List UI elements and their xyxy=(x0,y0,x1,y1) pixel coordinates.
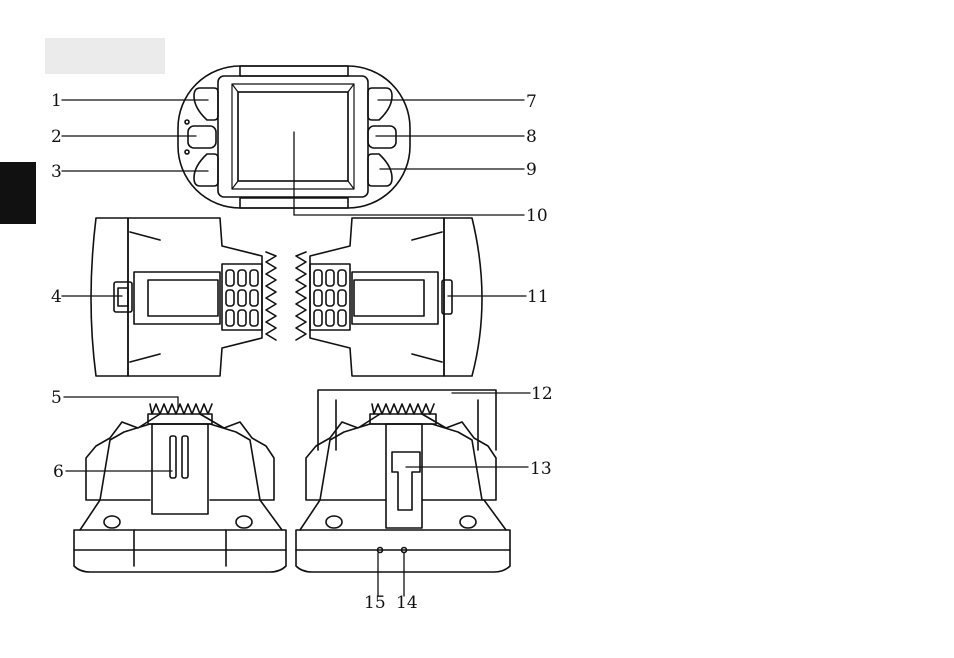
mount-teeth-right xyxy=(296,252,306,340)
callout-1: 1 xyxy=(51,91,62,111)
indicator-dot-icon xyxy=(185,120,189,124)
mount-teeth-left xyxy=(266,252,276,340)
right-side-view xyxy=(296,218,482,376)
button-7-icon[interactable] xyxy=(368,88,392,120)
top-edge-strip xyxy=(240,66,348,76)
callout-7: 7 xyxy=(526,92,537,112)
vent-slot-icon xyxy=(170,436,176,478)
callout-5: 5 xyxy=(51,388,62,408)
screen-bezel xyxy=(218,76,368,197)
callout-10: 10 xyxy=(526,206,548,226)
rear-view-right xyxy=(296,390,510,572)
button-3-icon[interactable] xyxy=(194,154,218,186)
side-body-right xyxy=(444,218,482,376)
side-body-left xyxy=(91,218,128,376)
grip-ridges-left xyxy=(226,270,258,326)
top-teeth-left xyxy=(150,404,212,414)
rear-view-left xyxy=(74,404,286,572)
rear-center-panel xyxy=(152,424,208,514)
button-8-icon[interactable] xyxy=(368,126,396,148)
mount-slot-panel xyxy=(386,424,422,528)
callout-9: 9 xyxy=(526,160,537,180)
callout-8: 8 xyxy=(526,127,537,147)
screen-bevel xyxy=(232,84,354,189)
button-2-icon[interactable] xyxy=(188,126,216,148)
usb-port-icon xyxy=(114,282,132,312)
callout-11: 11 xyxy=(527,287,549,307)
top-teeth-right xyxy=(372,404,434,414)
callout-12: 12 xyxy=(531,384,553,404)
callout-2: 2 xyxy=(51,127,62,147)
callout-13: 13 xyxy=(530,459,552,479)
callout-15: 15 xyxy=(364,593,386,613)
left-side-view xyxy=(91,218,276,376)
indicator-dot-icon xyxy=(185,150,189,154)
rear-base-left xyxy=(74,530,286,550)
callout-6: 6 xyxy=(53,462,64,482)
mount-rail-icon xyxy=(392,452,420,510)
callout-4: 4 xyxy=(51,287,62,307)
vent-slot-icon xyxy=(182,436,188,478)
callout-3: 3 xyxy=(51,162,62,182)
grip-ridges-right xyxy=(314,270,346,326)
display-screen xyxy=(238,92,348,181)
button-9-icon[interactable] xyxy=(368,154,392,186)
button-1-icon[interactable] xyxy=(194,88,218,120)
callout-14: 14 xyxy=(396,593,418,613)
